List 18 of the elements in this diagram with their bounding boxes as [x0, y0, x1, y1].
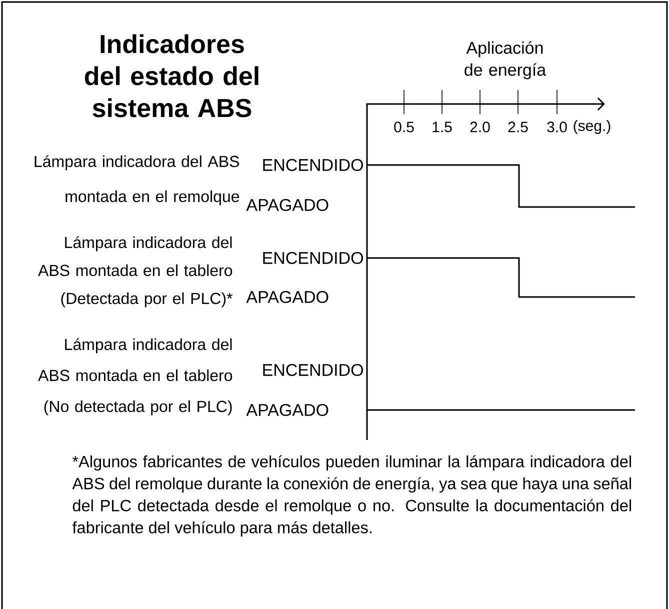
row-label: Lámpara indicadora del ABS montada en el tablero (No detectada por el PLC) [38, 338, 232, 416]
state-label: APAGADO [246, 290, 328, 304]
footnote: *Algunos fabricantes de vehículos pueden iluminar la lámpara indicadora del ABS del remolque durante la conexión de energía, ya sea que haya una señal del PLC detectada desde el remolque o no. Consulte la documentación del fabricante del vehículo para más detalles. [72, 455, 631, 537]
row-label: Lámpara indicadora del ABS montada en el remolque [34, 155, 240, 206]
unit-label: (seg.) [574, 120, 610, 134]
state-label: ENCENDIDO [263, 364, 363, 376]
tick-label: 2.0 [470, 122, 490, 132]
title: Indicadores del estado del sistema ABS [84, 34, 258, 118]
row-label: Lámpara indicadora del ABS montada en el tablero (Detectada por el PLC)* [38, 236, 233, 308]
axis-label: Aplicación de energía [464, 41, 546, 80]
state-label: ENCENDIDO [263, 252, 363, 264]
state-label: ENCENDIDO [263, 158, 363, 172]
state-label: APAGADO [246, 198, 328, 212]
tick-label: 1.5 [432, 122, 452, 132]
tick-label: 2.5 [508, 122, 528, 132]
state-label: APAGADO [246, 404, 328, 416]
tick-label: 3.0 [547, 122, 567, 132]
tick-label: 0.5 [394, 122, 414, 132]
